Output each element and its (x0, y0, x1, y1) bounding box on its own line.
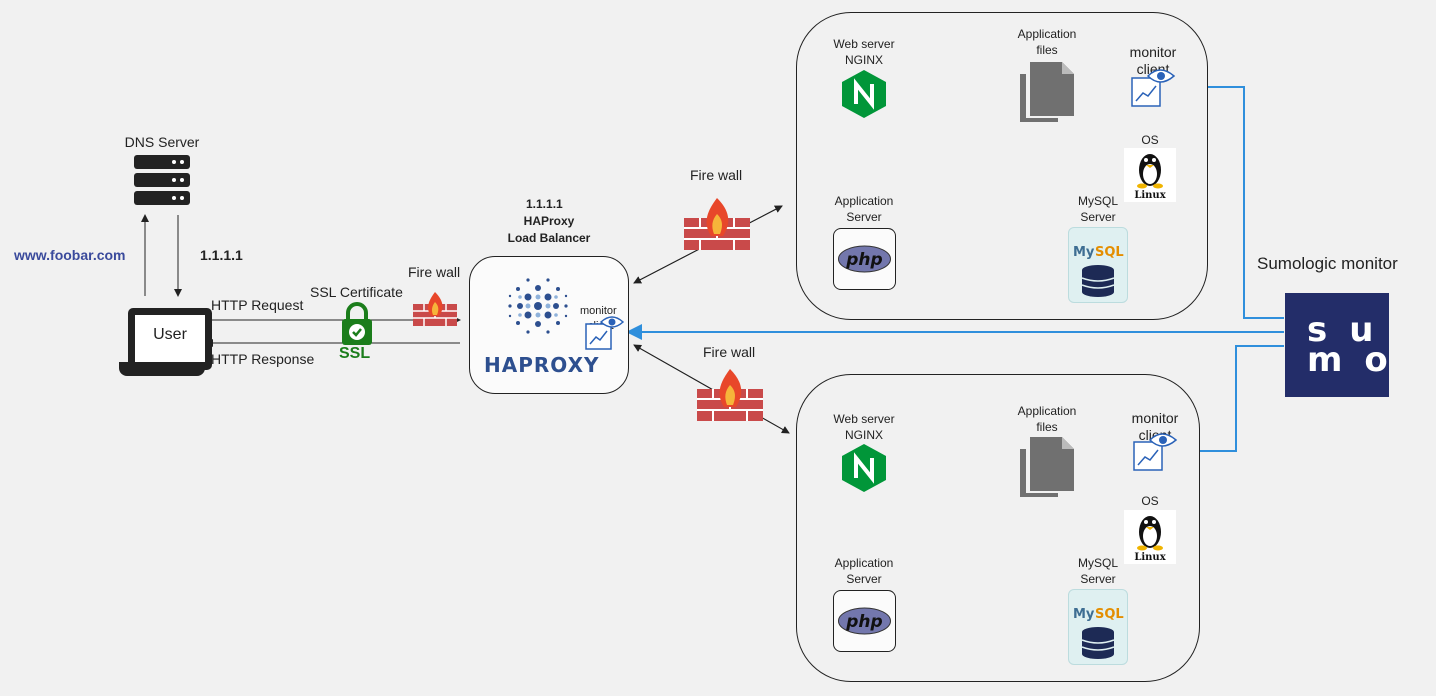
monitor-client-label-1: monitor (1131, 410, 1179, 426)
monitor-eye-icon (1131, 69, 1176, 107)
svg-text:My: My (1073, 607, 1095, 622)
svg-text:php: php (845, 250, 882, 270)
svg-text:php: php (845, 612, 882, 632)
app-server-label-1: Application (834, 194, 894, 208)
http-request-label: HTTP Request (211, 297, 304, 313)
linux-tux-icon: Linux (1124, 510, 1176, 564)
files-icon (1020, 62, 1074, 122)
user-label: User (153, 326, 187, 343)
lb-name-label: HAProxy (523, 214, 575, 228)
mysql-server-label-1: MySQL (1077, 194, 1119, 208)
haproxy-logo-text: HAPROXY (484, 353, 600, 377)
monitor-eye-icon (1133, 433, 1178, 471)
domain-name-label: www.foobar.com (14, 247, 126, 263)
svg-text:SQL: SQL (1095, 607, 1124, 622)
app-server-label-2: Server (846, 210, 882, 224)
sumo-logo-row-2: mo (1307, 340, 1410, 380)
app-server-label-1: Application (834, 556, 894, 570)
app-files-label-1: Application (1017, 27, 1077, 41)
app-server-box: php (833, 590, 896, 652)
linux-tux-icon: Linux (1124, 148, 1176, 202)
lock-icon (342, 302, 372, 345)
app-server-box: php (833, 228, 896, 290)
mysql-logo: My SQL (1068, 227, 1128, 303)
firewall-icon (697, 369, 763, 421)
linux-logo-text: Linux (1134, 552, 1166, 563)
firewall-label-server1: Fire wall (690, 167, 743, 183)
svg-text:My: My (1073, 245, 1095, 260)
os-label: OS (1141, 133, 1159, 147)
app-files-label-1: Application (1017, 404, 1077, 418)
firewall-label-user: Fire wall (408, 264, 461, 280)
lb-role-label: Load Balancer (507, 231, 591, 245)
php-logo: php (838, 245, 891, 273)
sumologic-label: Sumologic monitor (1257, 254, 1398, 273)
mysql-server-label-2: Server (1080, 210, 1116, 224)
sumo-logo-row-1: su (1307, 310, 1396, 350)
ssl-certificate-label: SSL Certificate (310, 284, 403, 300)
dns-server-label: DNS Server (124, 134, 200, 150)
sumo-logo: su mo (1285, 293, 1389, 397)
ssl-badge: SSL (339, 345, 371, 362)
web-server-label-2: NGINX (844, 53, 884, 67)
lb-monitor-label-1: monitor (580, 305, 617, 317)
linux-logo-text: Linux (1134, 190, 1166, 201)
monitor-eye-icon (585, 316, 625, 350)
mysql-logo: My SQL (1068, 589, 1128, 665)
web-server-label-2: NGINX (844, 428, 884, 442)
web-server-label-1: Web server (833, 412, 895, 426)
firewall-icon (684, 198, 750, 250)
firewall-icon (413, 292, 457, 326)
monitor-client-label-1: monitor (1129, 44, 1177, 60)
load-balancer-box: HAPROXY monitor client (469, 256, 629, 394)
app-files-label-2: files (1036, 420, 1058, 434)
app-files-label-2: files (1036, 43, 1058, 57)
dns-ip-label: 1.1.1.1 (200, 247, 243, 263)
http-response-label: HTTP Response (211, 351, 315, 367)
php-logo: php (838, 607, 891, 635)
nginx-logo (842, 444, 886, 492)
os-label: OS (1141, 494, 1159, 508)
nginx-logo (842, 70, 886, 118)
svg-text:SQL: SQL (1095, 245, 1124, 260)
firewall-label-server2: Fire wall (703, 344, 756, 360)
web-server-label-1: Web server (833, 37, 895, 51)
mysql-server-label-1: MySQL (1077, 556, 1119, 570)
haproxy-logo (508, 278, 568, 334)
lb-ip-label: 1.1.1.1 (526, 197, 563, 211)
server-rack-icon (134, 155, 190, 205)
app-server-label-2: Server (846, 572, 882, 586)
mysql-server-label-2: Server (1080, 572, 1116, 586)
files-icon (1020, 437, 1074, 497)
